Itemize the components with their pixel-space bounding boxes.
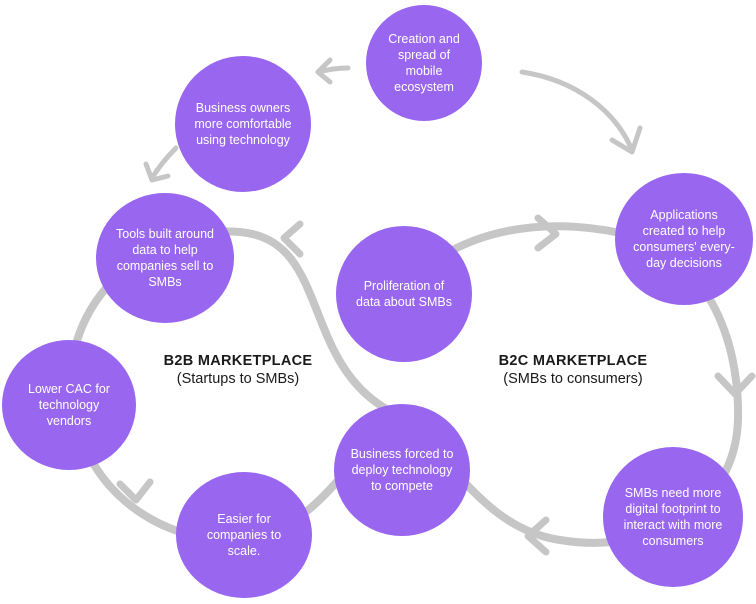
b2c-marketplace-subtitle: (SMBs to consumers) (503, 371, 643, 387)
node-proliferation: Proliferation of data about SMBs (336, 226, 472, 362)
node-proliferation-text: Proliferation of data about SMBs (356, 279, 452, 309)
node-business-forced-text: Business forced to deploy technology to … (350, 447, 454, 493)
node-lower-cac-text: Lower CAC for technology vendors (28, 382, 110, 428)
node-business-owners: Business owners more comfortable using t… (175, 56, 311, 192)
node-easier-scale: Easier for companies to scale. (176, 472, 312, 598)
node-applications: Applications created to help consumers' … (615, 173, 753, 305)
node-applications-text: Applications created to help consumers' … (633, 208, 735, 270)
node-smbs-footprint-text: SMBs need more digital footprint to inte… (623, 486, 723, 548)
arrow-owners-to-tools (149, 145, 179, 181)
b2c-marketplace-label: B2C MARKETPLACE (SMBs to consumers) (478, 352, 668, 388)
b2c-marketplace-title: B2C MARKETPLACE (498, 353, 648, 369)
node-mobile-ecosystem: Creation and spread of mobile ecosystem (366, 5, 482, 121)
node-tools-built: Tools built around data to help companie… (96, 193, 234, 323)
node-smbs-footprint: SMBs need more digital footprint to inte… (603, 447, 743, 587)
node-tools-built-text: Tools built around data to help companie… (116, 227, 214, 289)
node-mobile-ecosystem-text: Creation and spread of mobile ecosystem (388, 32, 460, 94)
node-lower-cac: Lower CAC for technology vendors (2, 340, 136, 470)
node-business-owners-text: Business owners more comfortable using t… (194, 101, 292, 147)
b2b-marketplace-subtitle: (Startups to SMBs) (176, 371, 300, 387)
node-easier-scale-text: Easier for companies to scale. (206, 512, 282, 558)
arrow-chevron-b2c-top (534, 214, 560, 252)
b2b-marketplace-title: B2B MARKETPLACE (163, 353, 313, 369)
node-business-forced: Business forced to deploy technology to … (334, 404, 470, 536)
arrow-chevron-b2b-top (280, 220, 304, 258)
arrow-chevron-b2c-right (714, 372, 756, 398)
arrow-chevron-b2b-bottom (116, 478, 154, 504)
arrow-chevron-b2c-bottom (524, 516, 550, 556)
arrow-mobile-to-applications (519, 69, 635, 153)
b2b-marketplace-label: B2B MARKETPLACE (Startups to SMBs) (148, 352, 328, 388)
